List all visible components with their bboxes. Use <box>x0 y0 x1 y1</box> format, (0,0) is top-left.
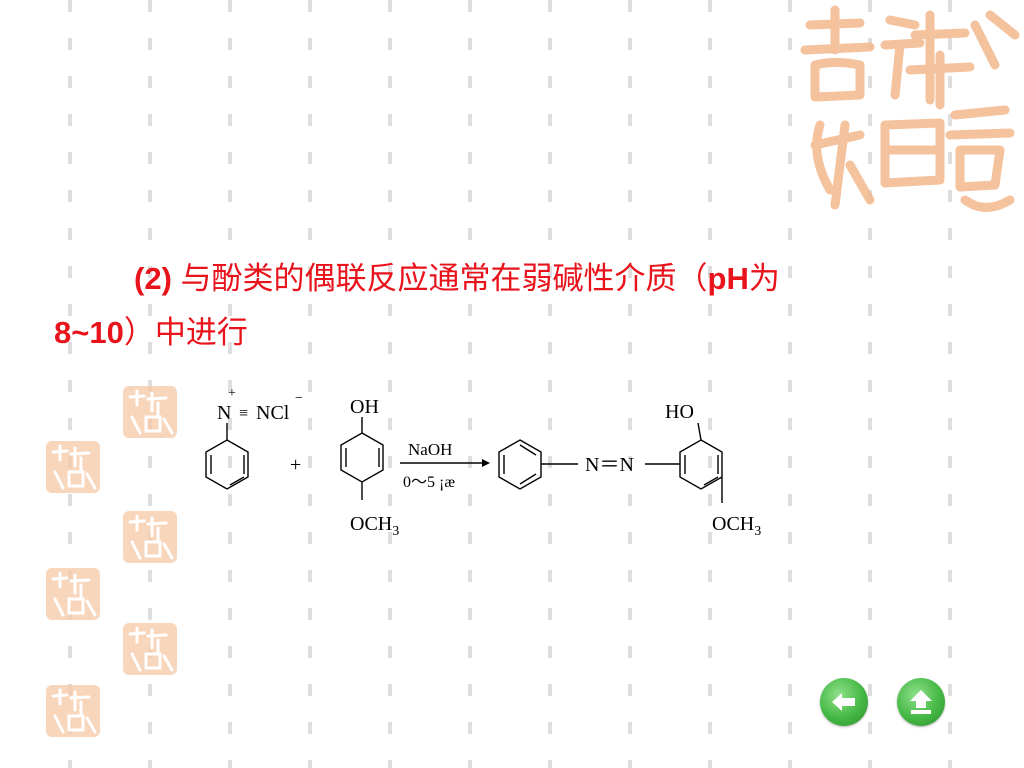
triple-bond: ≡ <box>239 405 248 422</box>
phenol-oh: OH <box>350 396 379 418</box>
slide-title: (2) 与酚类的偶联反应通常在弱碱性介质（pH为 8~10）中进行 <box>54 252 984 360</box>
decorative-seal-icon <box>123 386 177 438</box>
title-ph: pH <box>707 261 749 296</box>
phenol-och3: OCH3 <box>350 513 399 539</box>
decorative-seal-icon <box>123 623 177 675</box>
plus-sign: + <box>290 454 301 476</box>
azo-group: N＝N <box>585 454 634 476</box>
product-ho: HO <box>665 401 694 423</box>
decorative-seal-icon <box>800 5 1020 212</box>
diazonium-charge-plus: + <box>228 386 236 401</box>
diazonium-ncl: NCl <box>256 402 290 424</box>
title-text: 与酚类的偶联反应通常在弱碱性介质（ <box>180 261 708 296</box>
reagent-naoh: NaOH <box>408 440 452 459</box>
reaction-condition: 0～5 ¡æ <box>403 474 455 491</box>
decorative-seal-icon <box>46 685 100 737</box>
arrow-left-icon <box>832 693 855 711</box>
arrow-up-icon <box>910 690 932 714</box>
diazonium-n: N <box>217 402 231 424</box>
title-text: ）中进行 <box>123 315 248 350</box>
title-text: 为 <box>748 261 780 296</box>
product-och3: OCH3 <box>712 513 761 539</box>
title-label: (2) <box>134 261 172 296</box>
diazonium-charge-minus: − <box>295 391 303 406</box>
title-range: 8~10 <box>54 315 124 350</box>
home-button[interactable] <box>897 678 945 726</box>
reaction-scheme: + N ≡ NCl − + OH OCH3 NaOH 0～5 ¡æ N＝N HO… <box>205 386 761 539</box>
decorative-seal-icon <box>46 568 100 620</box>
back-button[interactable] <box>820 678 868 726</box>
decorative-seal-icon <box>46 441 100 493</box>
decorative-seal-icon <box>123 511 177 563</box>
